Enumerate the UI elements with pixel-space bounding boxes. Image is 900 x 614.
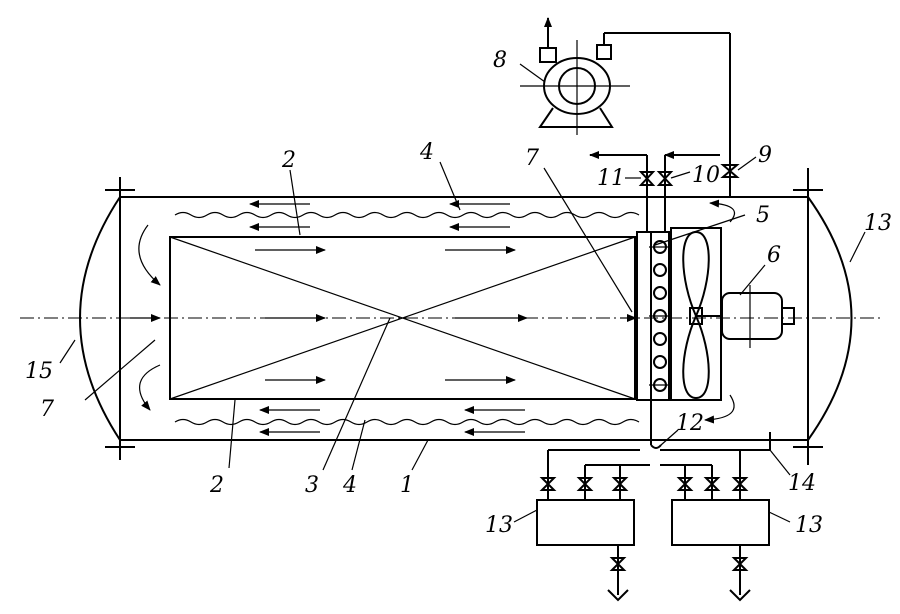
label-11: 11 xyxy=(597,166,625,191)
flow-arrows-bottom xyxy=(138,199,735,436)
label-10: 10 xyxy=(692,163,720,188)
label-1: 1 xyxy=(400,473,414,498)
motor xyxy=(721,285,795,348)
label-6: 6 xyxy=(767,243,781,268)
heater-coils xyxy=(636,231,671,401)
label-8: 8 xyxy=(493,48,507,73)
blower-piping xyxy=(520,17,740,232)
label-7-left: 7 xyxy=(40,397,54,422)
label-13-left: 13 xyxy=(485,513,513,538)
label-4-top: 4 xyxy=(419,140,434,165)
label-15: 15 xyxy=(25,359,53,384)
label-9: 9 xyxy=(758,143,772,168)
label-2-bottom: 2 xyxy=(209,473,224,498)
right-door xyxy=(807,196,853,441)
label-5: 5 xyxy=(756,203,770,228)
fan xyxy=(670,227,722,401)
label-7-top: 7 xyxy=(525,146,539,171)
label-3: 3 xyxy=(305,473,319,498)
timber-stack xyxy=(169,236,636,400)
label-14: 14 xyxy=(788,471,816,496)
label-12: 12 xyxy=(676,411,704,436)
condensate-system xyxy=(536,400,771,602)
label-13-bottom-right: 13 xyxy=(795,513,823,538)
label-2-top: 2 xyxy=(281,148,296,173)
flow-arrows-top xyxy=(130,200,640,384)
leader-lines xyxy=(59,63,866,523)
label-4-bottom: 4 xyxy=(342,473,357,498)
label-13-right: 13 xyxy=(864,211,892,236)
